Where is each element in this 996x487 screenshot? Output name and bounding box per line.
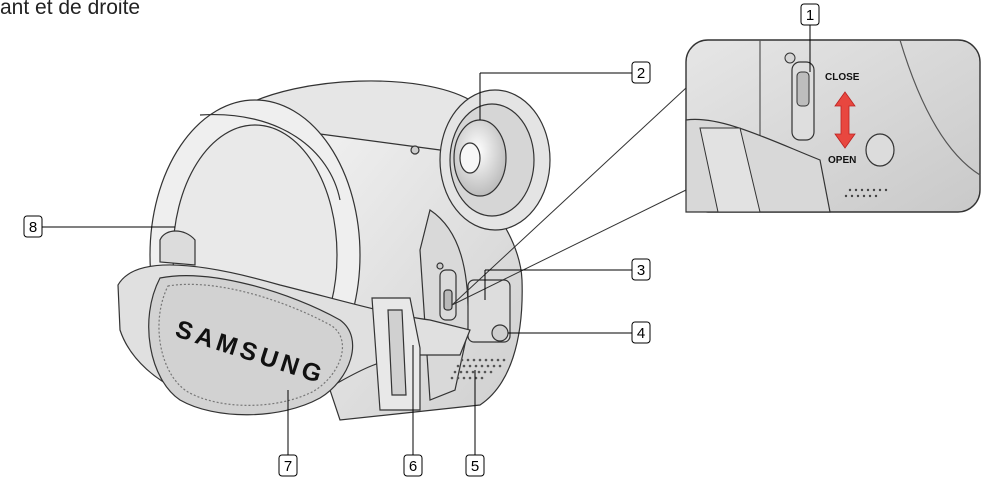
callout-4: 4 [631,321,651,344]
svg-text:6: 6 [409,458,417,475]
callout-2: 2 [631,61,651,84]
leader-lines [42,25,811,455]
svg-text:5: 5 [471,458,479,475]
close-label: CLOSE [825,72,860,83]
callout-5: 5 [465,454,485,477]
inset-zoom: CLOSE OPEN [685,39,981,213]
svg-text:3: 3 [637,262,645,279]
svg-text:2: 2 [637,65,645,82]
page-heading: ant et de droite [0,0,141,19]
zoom-connector-lines [451,87,687,306]
camcorder-body [117,80,551,421]
svg-text:1: 1 [806,7,814,24]
callout-8: 8 [23,215,43,238]
callout-1: 1 [800,3,820,26]
callout-7: 7 [278,454,298,477]
callout-6: 6 [403,454,423,477]
svg-text:8: 8 [29,219,37,236]
svg-text:7: 7 [284,458,292,475]
callout-3: 3 [631,258,651,281]
svg-text:4: 4 [637,325,645,342]
open-label: OPEN [828,155,856,166]
open-close-arrow-icon [834,91,856,149]
